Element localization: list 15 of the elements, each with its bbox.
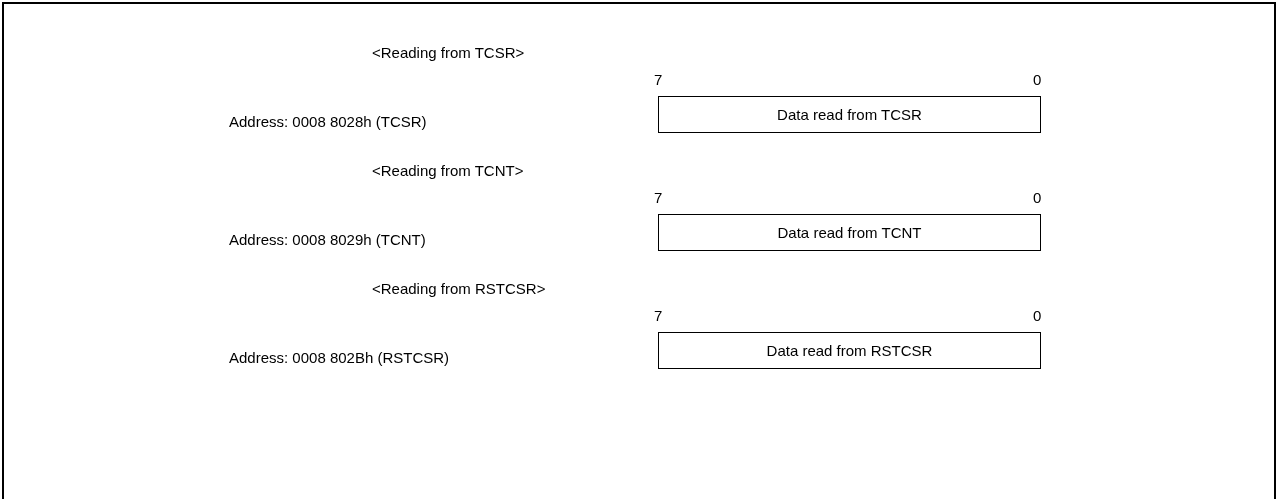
bit-number: 7 — [654, 307, 663, 325]
bit-number: 0 — [1033, 189, 1042, 207]
bit-number: 0 — [1033, 307, 1042, 325]
address-text: Address: 0008 8028h (TCSR) — [229, 113, 427, 131]
register-field: Data read from TCNT — [658, 214, 1041, 251]
address-text: Address: 0008 802Bh (RSTCSR) — [229, 349, 450, 367]
bit-number: 7 — [654, 71, 663, 89]
section-heading: <Reading from TCSR> — [372, 44, 525, 62]
address-text: Address: 0008 8029h (TCNT) — [229, 231, 426, 249]
register-field: Data read from RSTCSR — [658, 332, 1041, 369]
bit-number: 0 — [1033, 71, 1042, 89]
register-field: Data read from TCSR — [658, 96, 1041, 133]
section-heading: <Reading from RSTCSR> — [372, 280, 546, 298]
section-heading: <Reading from TCNT> — [372, 162, 524, 180]
bit-number: 7 — [654, 189, 663, 207]
